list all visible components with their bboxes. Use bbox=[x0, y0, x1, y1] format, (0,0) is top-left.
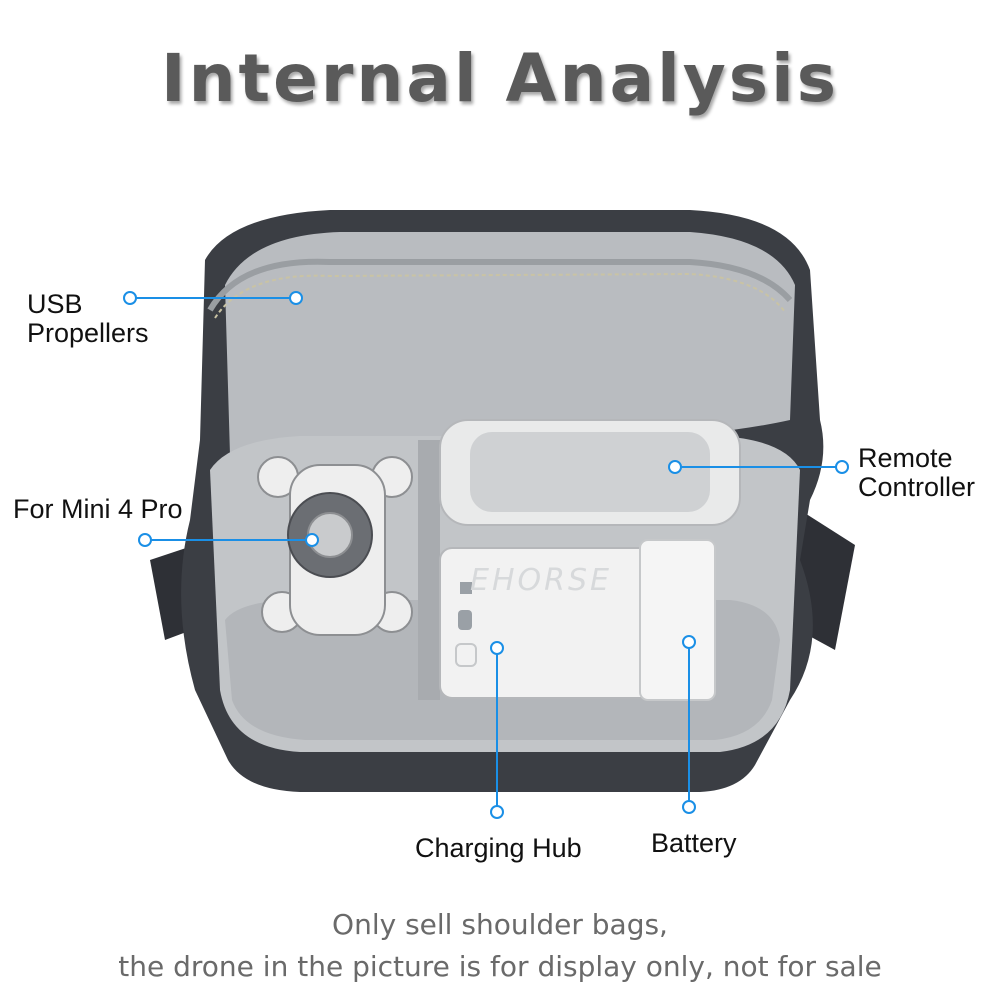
callout-dot-mini-start bbox=[138, 533, 152, 547]
label-usb-line2: Propellers bbox=[27, 318, 149, 348]
label-battery: Battery bbox=[651, 828, 737, 858]
charging-hub bbox=[439, 539, 716, 701]
callout-dot-usb-start bbox=[123, 291, 137, 305]
divider-panel bbox=[418, 440, 440, 700]
label-remote-line1: Remote bbox=[858, 443, 953, 473]
label-charging-hub: Charging Hub bbox=[415, 833, 582, 863]
label-usb-line1: USB bbox=[27, 289, 83, 319]
drone bbox=[257, 456, 413, 636]
callout-dot-usb-end bbox=[289, 291, 303, 305]
callout-dot-battery-end bbox=[682, 800, 696, 814]
callout-dot-hub-start bbox=[490, 641, 504, 655]
label-remote-line2: Controller bbox=[858, 472, 976, 502]
footer-line-1: Only sell shoulder bags, bbox=[332, 908, 668, 941]
bag-lid bbox=[225, 232, 795, 455]
label-usb-propellers: USB Propellers bbox=[27, 290, 149, 348]
remote-controller bbox=[439, 419, 741, 526]
callout-dot-mini-end bbox=[305, 533, 319, 547]
callouts bbox=[123, 291, 849, 819]
label-for-mini: For Mini 4 Pro bbox=[13, 494, 183, 524]
footer-line-2: the drone in the picture is for display … bbox=[118, 950, 882, 983]
zipper-line bbox=[214, 272, 786, 319]
zipper-pocket bbox=[207, 258, 793, 312]
page-title: Internal Analysis bbox=[161, 40, 839, 117]
callout-dot-remote-start bbox=[668, 460, 682, 474]
callout-dot-remote-end bbox=[835, 460, 849, 474]
watermark-text: EHORSE bbox=[470, 563, 612, 598]
callout-dot-battery-start bbox=[682, 635, 696, 649]
callout-dot-hub-end bbox=[490, 805, 504, 819]
label-remote-controller: Remote Controller bbox=[858, 444, 975, 502]
